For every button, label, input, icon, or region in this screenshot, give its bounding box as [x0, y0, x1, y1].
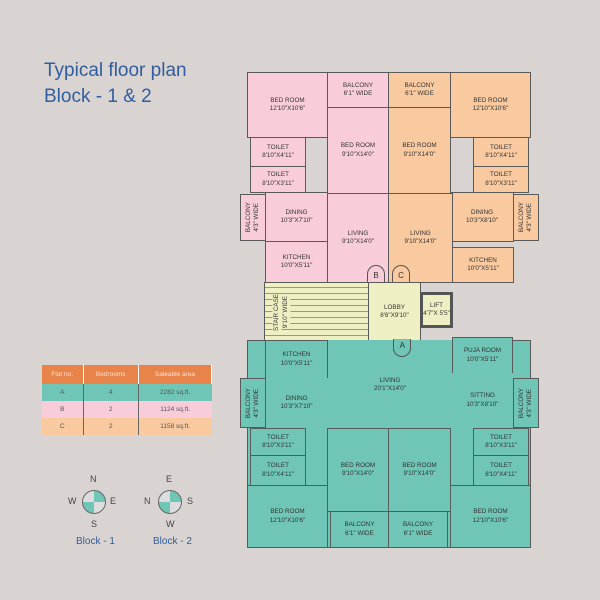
- compass-block-1: N E S W: [68, 474, 117, 529]
- compass-block-2: E S W N: [144, 474, 194, 529]
- compass-rose-icon: [82, 490, 106, 514]
- flat-a-entry-marker: A: [393, 339, 411, 357]
- title-line1: Typical floor plan: [44, 60, 187, 81]
- flat-c-entry-marker: C: [392, 265, 410, 283]
- col-saleable-area: Saleable area: [138, 365, 213, 384]
- col-flat-no: Flat no.: [42, 365, 84, 384]
- compass-rose-icon: [158, 490, 182, 514]
- col-bedrooms: Bedrooms: [83, 365, 139, 384]
- block-1-label: Block - 1: [76, 536, 115, 547]
- title-line2: Block - 1 & 2: [44, 86, 152, 107]
- block-2-label: Block - 2: [153, 536, 192, 547]
- flat-b-entry-marker: B: [367, 265, 385, 283]
